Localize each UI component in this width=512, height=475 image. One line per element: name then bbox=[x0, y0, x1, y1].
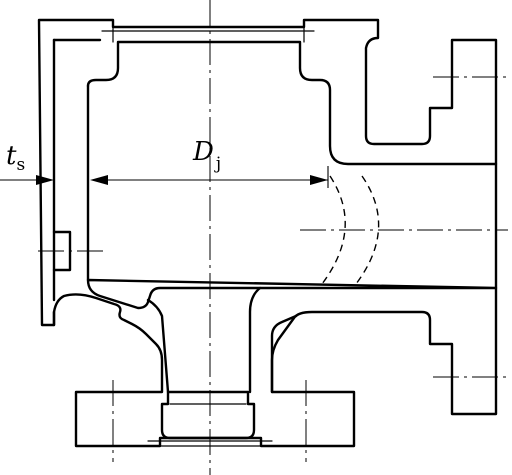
lower-outlet-chamber bbox=[270, 314, 298, 394]
bottom-seat-ring bbox=[160, 390, 256, 440]
left-wall-hole bbox=[52, 230, 72, 272]
valve-body-inner-cavity bbox=[86, 40, 498, 310]
valve-body-outer-contour bbox=[37, 18, 498, 448]
dj-arrow-left bbox=[90, 175, 108, 185]
hidden-outlet-seat-arc-1 bbox=[321, 175, 346, 285]
ts-label: ts bbox=[6, 141, 25, 175]
stem-bore-left bbox=[146, 298, 170, 394]
stem-bore-right bbox=[248, 286, 262, 394]
dj-arrow-right bbox=[310, 175, 328, 185]
hidden-outlet-seat-arc-2 bbox=[355, 175, 380, 285]
ts-arrow bbox=[36, 175, 54, 185]
